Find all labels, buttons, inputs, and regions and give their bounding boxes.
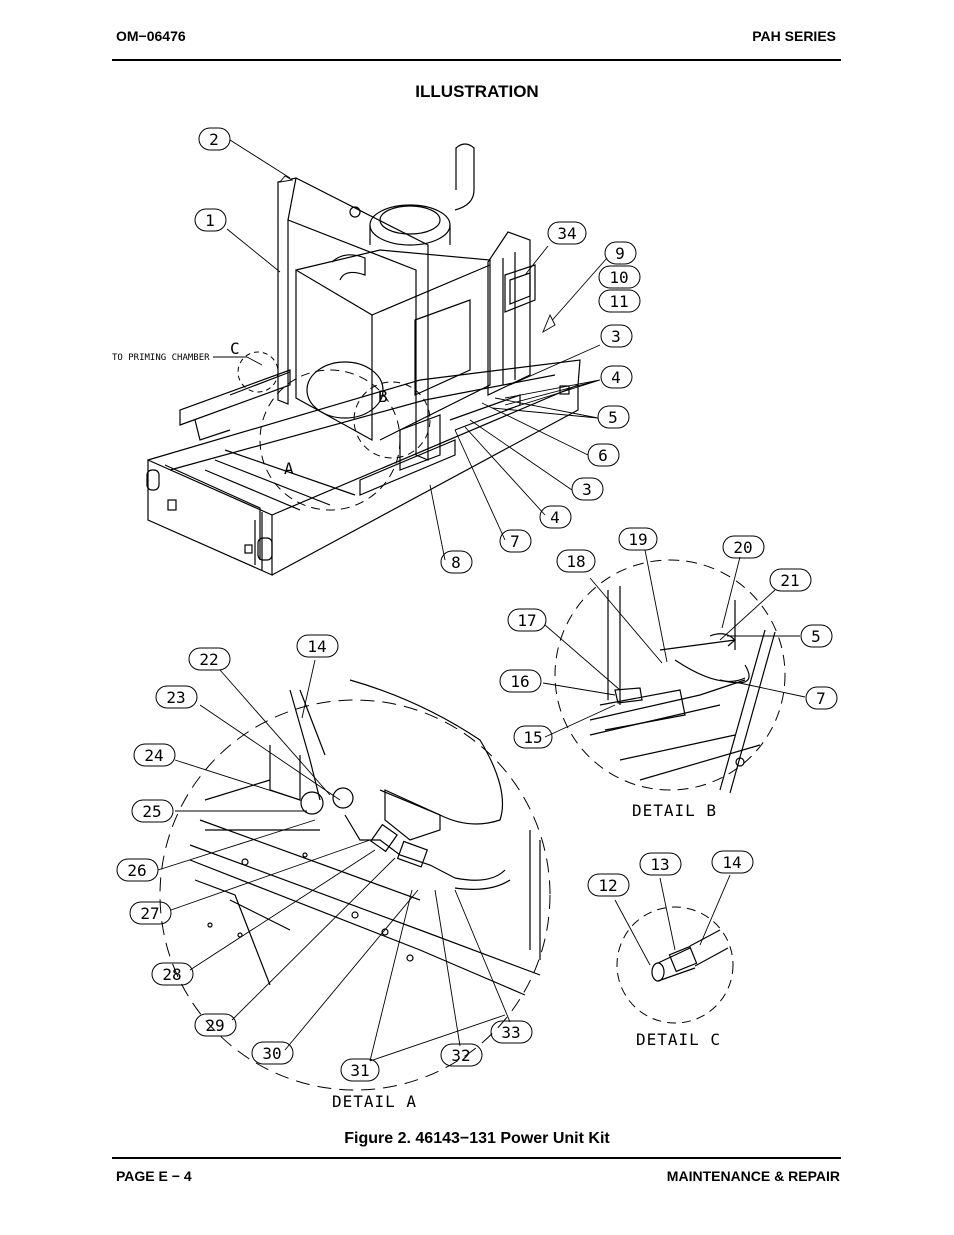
priming-chamber-note: TO PRIMING CHAMBER <box>112 353 210 363</box>
callout-6: 6 <box>598 446 608 465</box>
footer-section: MAINTENANCE & REPAIR <box>666 1168 840 1184</box>
callout-23: 23 <box>166 688 185 707</box>
callout-9: 9 <box>615 244 625 263</box>
figure-caption: Figure 2. 46143−131 Power Unit Kit <box>344 1130 610 1147</box>
callout-22: 22 <box>199 650 218 669</box>
callout-30: 30 <box>262 1044 281 1063</box>
callout-3-lower: 3 <box>582 480 592 499</box>
callout-27: 27 <box>140 904 159 923</box>
callout-19: 19 <box>628 530 647 549</box>
callout-14: 14 <box>307 637 326 656</box>
callout-5: 5 <box>608 408 618 427</box>
callout-4: 4 <box>611 368 621 387</box>
detail-b-drawing <box>554 559 786 794</box>
callout-25: 25 <box>142 802 161 821</box>
view-letter-c: C <box>230 339 240 358</box>
series-title: PAH SERIES <box>752 28 836 44</box>
callout-31: 31 <box>350 1061 369 1080</box>
callout-13: 13 <box>650 855 669 874</box>
callout-7-detail-b: 7 <box>816 689 826 708</box>
callout-21: 21 <box>780 571 799 590</box>
callout-4-lower: 4 <box>550 508 560 527</box>
callout-8: 8 <box>451 553 461 572</box>
callout-34: 34 <box>557 224 576 243</box>
callout-bubbles <box>116 127 838 1082</box>
callout-15: 15 <box>523 728 542 747</box>
callout-32: 32 <box>451 1046 470 1065</box>
main-assembly <box>146 143 581 576</box>
view-letter-b: B <box>378 387 388 406</box>
detail-a-drawing <box>159 679 551 1091</box>
callout-29: 29 <box>205 1016 224 1035</box>
callout-33: 33 <box>501 1023 520 1042</box>
callout-20: 20 <box>733 538 752 557</box>
callout-7: 7 <box>510 532 520 551</box>
document-number: OM−06476 <box>116 28 186 44</box>
detail-c-label: DETAIL C <box>636 1030 721 1049</box>
view-letter-a: A <box>284 459 294 478</box>
header-rule <box>112 59 841 61</box>
callout-26: 26 <box>127 861 146 880</box>
callout-10: 10 <box>609 268 628 287</box>
callout-1: 1 <box>205 211 215 230</box>
detail-a-label: DETAIL A <box>332 1092 417 1111</box>
footer-rule <box>112 1157 841 1159</box>
callout-5-detail-b: 5 <box>811 627 821 646</box>
callout-11: 11 <box>609 292 628 311</box>
callout-24: 24 <box>144 746 163 765</box>
callout-17: 17 <box>517 611 536 630</box>
callout-16: 16 <box>510 672 529 691</box>
detail-b-label: DETAIL B <box>632 801 717 820</box>
callout-3: 3 <box>611 327 621 346</box>
section-title: ILLUSTRATION <box>415 82 539 101</box>
callout-12: 12 <box>598 876 617 895</box>
callout-2: 2 <box>209 130 219 149</box>
callout-28: 28 <box>162 965 181 984</box>
detail-c-drawing <box>616 906 734 1024</box>
callout-18: 18 <box>566 552 585 571</box>
page-number: PAGE E − 4 <box>116 1168 192 1184</box>
callout-14-detail-c: 14 <box>722 853 741 872</box>
leader-lines <box>157 139 806 1062</box>
